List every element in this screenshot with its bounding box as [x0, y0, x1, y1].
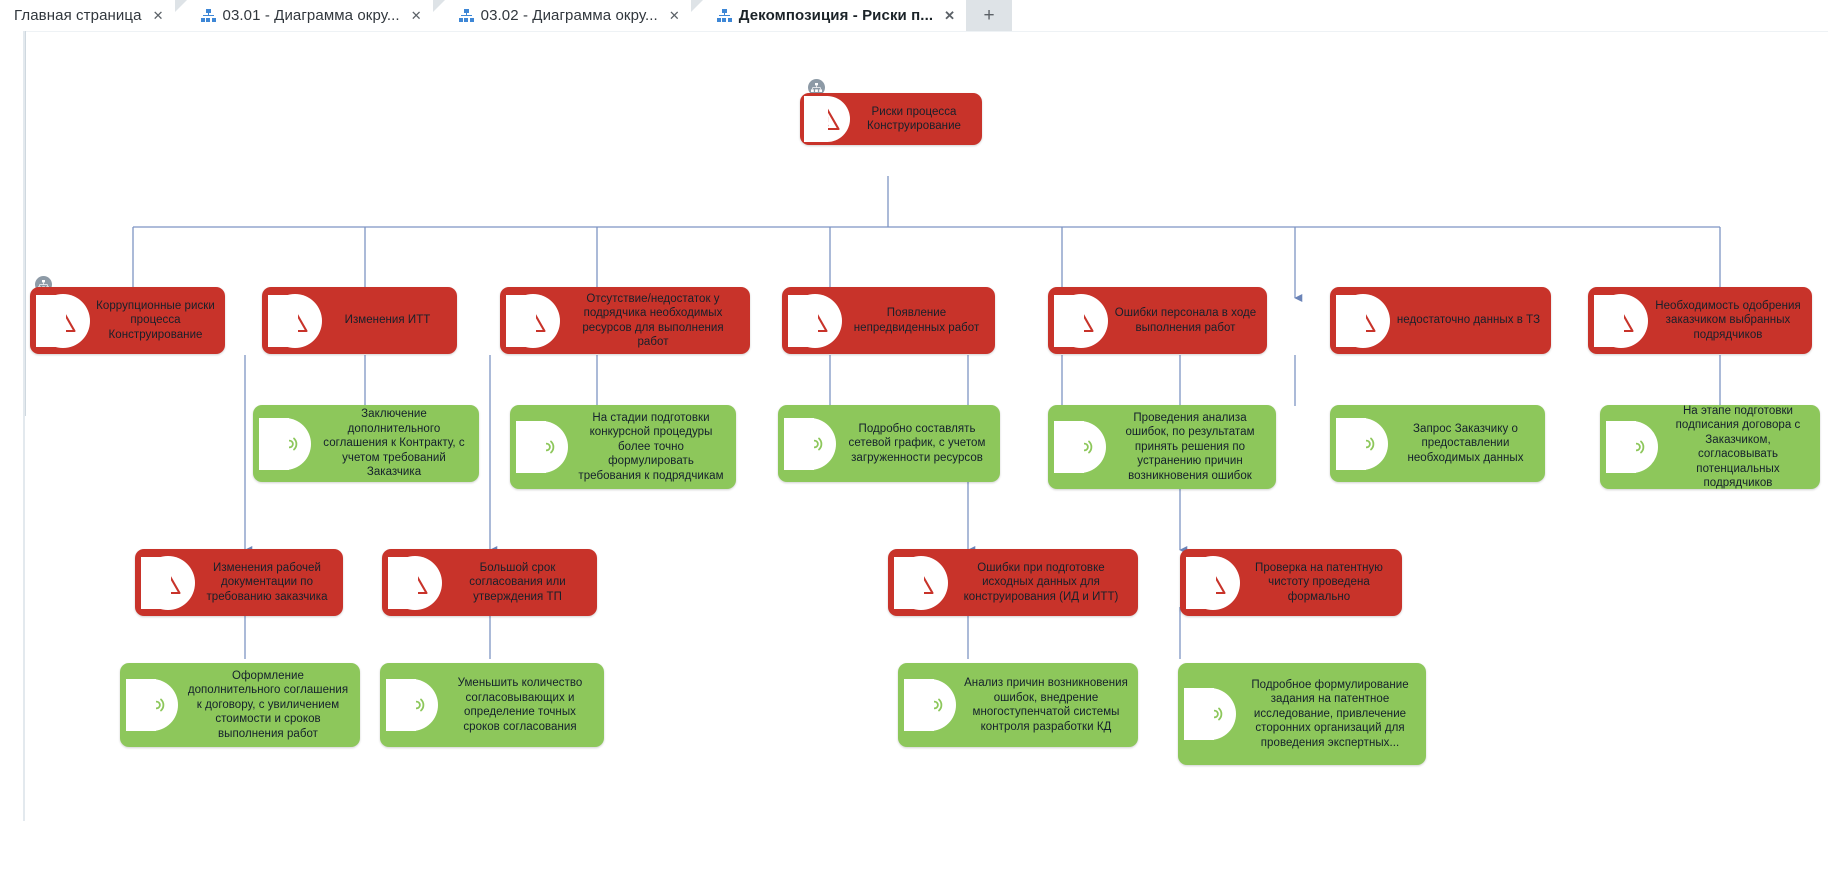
node-measure-reduce-approvers[interactable]: Уменьшить количество согласовывающих и о…: [380, 663, 604, 747]
badge-clip: [788, 294, 818, 347]
tab-03-01-diagramma-okruzheniya[interactable]: 03.01 - Диаграмма окру... ✕: [186, 0, 433, 31]
canvas-left-border: [23, 31, 25, 821]
node-risk-patent-check-formal[interactable]: Проверка на патентную чистоту проведена …: [1180, 549, 1402, 616]
org-chart-icon: [200, 9, 216, 22]
node-label: Запрос Заказчику о предоставлении необхо…: [1407, 422, 1524, 464]
new-tab-button[interactable]: +: [966, 0, 1013, 31]
close-icon[interactable]: ✕: [944, 8, 956, 23]
badge-clip: [506, 294, 536, 347]
tab-dekompoziciya-riski[interactable]: Декомпозиция - Риски п... ✕: [702, 0, 967, 31]
node-label: Заключение дополнительного соглашения к …: [323, 408, 465, 479]
badge-clip: [804, 96, 828, 142]
node-label: недостаточно данных в ТЗ: [1396, 314, 1541, 327]
tab-bar: Главная страница ✕ 03.01 - Диаграмма окр…: [0, 0, 1828, 31]
badge-clip: [386, 679, 416, 731]
tab-03-02-diagramma-okruzheniya[interactable]: 03.02 - Диаграмма окру... ✕: [444, 0, 691, 31]
close-icon[interactable]: ✕: [152, 8, 164, 23]
node-risk-itt-changes[interactable]: Изменения ИТТ: [262, 287, 457, 354]
node-risk-unforeseen-works[interactable]: Появление непредвиденных работ: [782, 287, 995, 354]
node-label: Проведения анализа ошибок, по результата…: [1125, 411, 1255, 482]
org-chart-icon: [716, 9, 732, 22]
node-measure-supplementary-agreement[interactable]: Заключение дополнительного соглашения к …: [253, 405, 479, 482]
node-risk-customer-approval[interactable]: Необходимость одобрения заказчиком выбра…: [1588, 287, 1812, 354]
node-label: На стадии подготовки конкурсной процедур…: [578, 411, 724, 482]
node-measure-contract-amendment[interactable]: Оформление дополнительного соглашения к …: [120, 663, 360, 747]
badge-clip: [1336, 417, 1366, 470]
badge-clip: [126, 679, 156, 731]
tab-glavnaya-stranica[interactable]: Главная страница ✕: [0, 0, 175, 31]
tab-separator: [432, 0, 445, 31]
badge-clip: [268, 294, 298, 347]
node-label: Подробное формулирование задания на пате…: [1251, 678, 1409, 749]
node-measure-network-schedule[interactable]: Подробно составлять сетевой график, с уч…: [778, 405, 1000, 482]
node-risk-insufficient-tz-data[interactable]: недостаточно данных в ТЗ: [1330, 287, 1551, 354]
badge-clip: [259, 417, 289, 470]
badge-clip: [36, 294, 66, 347]
node-label: Коррупционные риски процесса Конструиров…: [96, 299, 215, 341]
tab-label: 03.01 - Диаграмма окру...: [222, 7, 400, 24]
close-icon[interactable]: ✕: [410, 8, 422, 23]
badge-clip: [388, 556, 418, 609]
canvas-left-scrollbar[interactable]: [25, 31, 26, 416]
node-risk-personnel-errors[interactable]: Ошибки персонала в ходе выполнения работ: [1048, 287, 1267, 354]
node-label: Появление непредвиденных работ: [853, 307, 980, 334]
node-label: Изменения ИТТ: [344, 314, 431, 327]
node-label: Необходимость одобрения заказчиком выбра…: [1655, 299, 1801, 341]
node-label: Проверка на патентную чистоту проведена …: [1255, 561, 1383, 603]
node-risk-contractor-resources[interactable]: Отсутствие/недостаток у подрядчика необх…: [500, 287, 750, 354]
decomposition-badge[interactable]: [808, 79, 825, 96]
node-root-risk[interactable]: Риски процесса Конструирование: [800, 93, 982, 145]
node-label: Большой срок согласования или утверждени…: [469, 561, 566, 603]
close-icon[interactable]: ✕: [668, 8, 680, 23]
node-risk-long-approval-term[interactable]: Большой срок согласования или утверждени…: [382, 549, 597, 616]
badge-clip: [1054, 421, 1084, 473]
tab-separator: [174, 0, 187, 31]
node-measure-contractor-approval[interactable]: На этапе подготовки подписания договора …: [1600, 405, 1820, 489]
node-risk-input-data-errors[interactable]: Ошибки при подготовке исходных данных дл…: [888, 549, 1138, 616]
node-risk-corruption[interactable]: Коррупционные риски процесса Конструиров…: [30, 287, 225, 354]
badge-clip: [516, 421, 546, 473]
node-measure-error-analysis[interactable]: Проведения анализа ошибок, по результата…: [1048, 405, 1276, 489]
badge-clip: [1186, 556, 1216, 609]
tab-label: Декомпозиция - Риски п...: [738, 7, 934, 24]
node-label: Изменения рабочей документации по требов…: [206, 561, 328, 603]
diagram-canvas[interactable]: Риски процесса Конструирование Коррупцио…: [0, 31, 1828, 890]
node-label: Риски процесса Конструирование: [867, 105, 961, 133]
tab-label: 03.02 - Диаграмма окру...: [480, 7, 658, 24]
node-measure-customer-data-request[interactable]: Запрос Заказчику о предоставлении необхо…: [1330, 405, 1545, 482]
node-label: Ошибки при подготовке исходных данных дл…: [963, 561, 1119, 603]
badge-clip: [894, 556, 924, 609]
badge-clip: [1336, 294, 1366, 347]
node-label: Оформление дополнительного соглашения к …: [187, 669, 349, 740]
node-label: Анализ причин возникновения ошибок, внед…: [964, 677, 1128, 733]
tab-separator: [690, 0, 703, 31]
badge-clip: [141, 556, 171, 609]
org-chart-icon: [811, 82, 822, 92]
node-label: Ошибки персонала в ходе выполнения работ: [1114, 307, 1257, 334]
node-measure-tender-requirements[interactable]: На стадии подготовки конкурсной процедур…: [510, 405, 736, 489]
badge-clip: [784, 417, 814, 470]
node-risk-working-docs-changes[interactable]: Изменения рабочей документации по требов…: [135, 549, 343, 616]
badge-clip: [1606, 421, 1636, 473]
node-label: Отсутствие/недостаток у подрядчика необх…: [582, 292, 724, 349]
badge-clip: [904, 679, 934, 731]
canvas-top-border: [23, 31, 1828, 32]
node-measure-cause-analysis-kd-control[interactable]: Анализ причин возникновения ошибок, внед…: [898, 663, 1138, 747]
badge-clip: [1054, 294, 1084, 347]
node-label: На этапе подготовки подписания договора …: [1675, 404, 1801, 490]
node-measure-patent-research-task[interactable]: Подробное формулирование задания на пате…: [1178, 663, 1426, 765]
tab-label: Главная страница: [14, 7, 142, 24]
node-label: Уменьшить количество согласовывающих и о…: [457, 677, 583, 733]
badge-clip: [1594, 294, 1624, 347]
node-label: Подробно составлять сетевой график, с уч…: [848, 422, 986, 464]
badge-clip: [1184, 688, 1214, 740]
org-chart-icon: [458, 9, 474, 22]
